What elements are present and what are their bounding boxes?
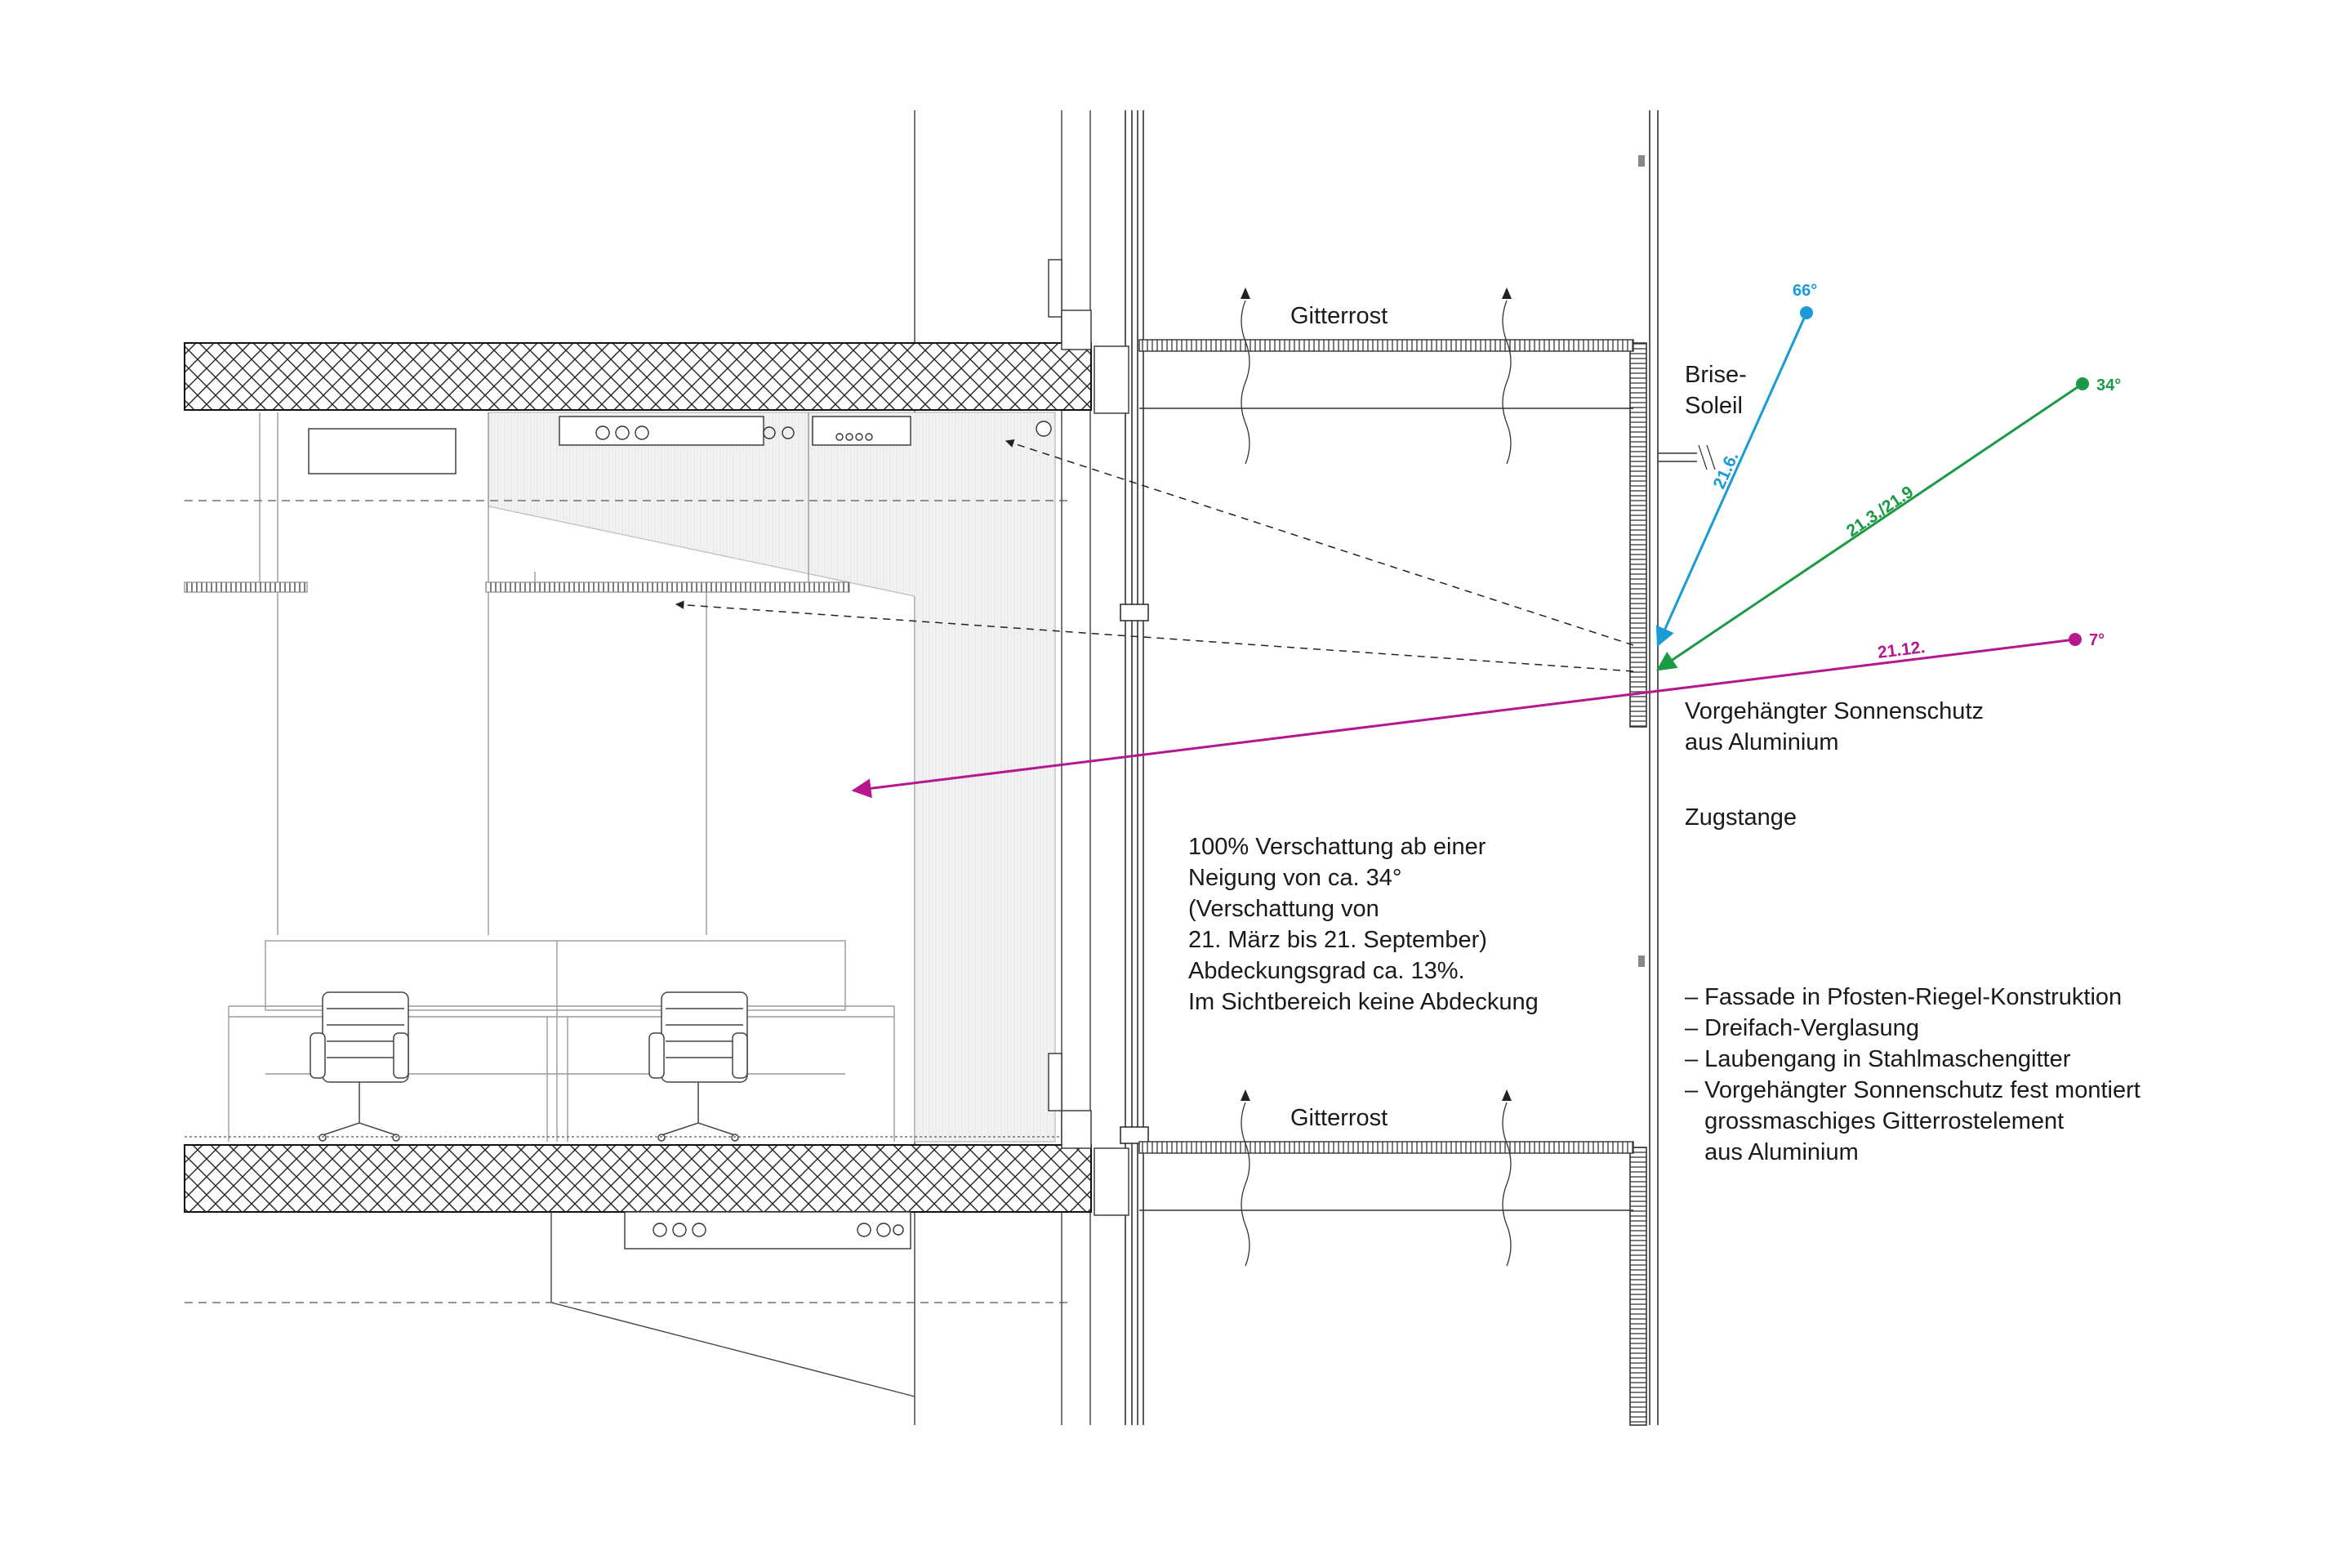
sun-angle-7-label: 7° (2089, 631, 2105, 649)
office-chair-1 (310, 991, 409, 1142)
shading-note: 100% Verschattung ab einer Neigung von c… (1188, 834, 1539, 1015)
pendant-lights (184, 412, 850, 935)
shading-note-line: (Verschattung von (1188, 896, 1379, 922)
feature-item: aus Aluminium (1685, 1139, 1859, 1165)
break-arrows (1241, 287, 1512, 1101)
sun-angle-66-label: 66° (1793, 282, 1817, 300)
shading-note-line: Neigung von ca. 34° (1188, 865, 1402, 891)
gitterrost-label-bottom: Gitterrost (1290, 1105, 1388, 1131)
gitterrost-label-top: Gitterrost (1290, 303, 1388, 329)
brise-soleil-label-line1: Brise- (1685, 362, 1747, 388)
feature-item: – Fassade in Pfosten-Riegel-Konstruktion (1685, 984, 2122, 1010)
sun-angle-34-label: 34° (2096, 376, 2121, 394)
ceiling-units-lower (624, 1211, 911, 1250)
sun-date-66-label: 21.6. (1710, 449, 1743, 492)
walkway-upper (1094, 339, 1634, 414)
window-detail-upper (1048, 259, 1092, 350)
shading-note-line: Im Sichtbereich keine Abdeckung (1188, 989, 1539, 1015)
sun-point-34 (2076, 377, 2089, 390)
feature-item: – Vorgehängter Sonnenschutz fest montier… (1685, 1077, 2140, 1103)
window-detail-lower (1048, 1053, 1092, 1149)
sonnenschutz-label-line1: Vorgehängter Sonnenschutz (1685, 698, 1984, 724)
sonnenschutz-label-line2: aus Aluminium (1685, 729, 1839, 755)
office-chair-2 (648, 991, 748, 1142)
light-reflection-arrows (675, 439, 1634, 672)
sun-point-66 (1800, 306, 1813, 319)
shading-note-line: 100% Verschattung ab einer (1188, 834, 1486, 860)
zugstange-label: Zugstange (1685, 804, 1797, 831)
lower-floor-slab (184, 1144, 1092, 1213)
sun-ray-7 (851, 633, 2082, 799)
shading-note-line: Abdeckungsgrad ca. 13%. (1188, 958, 1465, 984)
glass-facade (1120, 110, 1149, 1425)
dashed-levels (185, 500, 1070, 1303)
ceiling-units (308, 416, 1052, 474)
break-lines (1241, 300, 1512, 1267)
feature-item: – Laubengang in Stahlmaschengitter (1685, 1046, 2071, 1072)
feature-list: – Fassade in Pfosten-Riegel-Konstruktion… (1685, 984, 2140, 1165)
sun-ray-34 (1656, 377, 2089, 671)
brise-soleil-label-line2: Soleil (1685, 393, 1743, 419)
sun-ray-66 (1655, 306, 1813, 648)
upper-floor-slab (184, 342, 1092, 411)
shading-note-line: 21. März bis 21. September) (1188, 927, 1487, 953)
feature-item: – Dreifach-Verglasung (1685, 1015, 1919, 1041)
walkway-lower (1094, 1141, 1634, 1216)
feature-item: grossmaschiges Gitterrostelement (1685, 1108, 2064, 1134)
sun-date-34-label: 21.3./21.9 (1843, 483, 1917, 541)
brise-soleil-frame (1629, 110, 1716, 1426)
sun-point-7 (2069, 633, 2082, 646)
